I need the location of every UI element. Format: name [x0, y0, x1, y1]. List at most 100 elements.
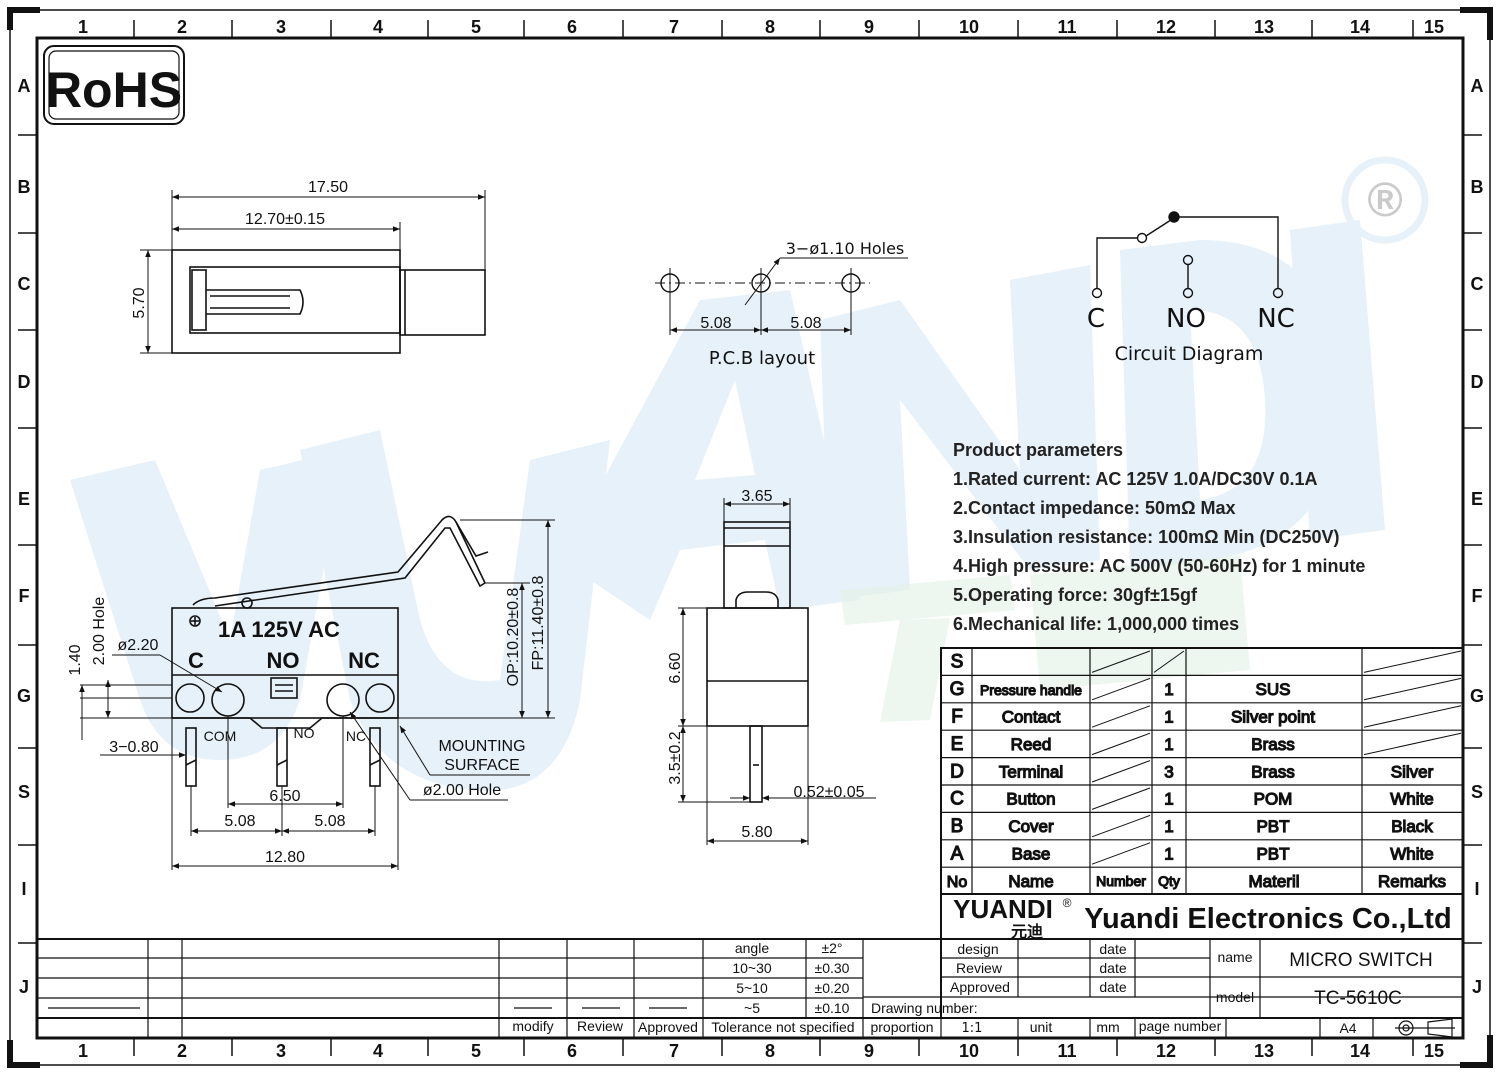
frame-col-label: 15: [1424, 17, 1444, 37]
frame-col-label: 14: [1350, 17, 1370, 37]
tb-page-number: page number: [1139, 1018, 1222, 1034]
frame-row-label: I: [21, 879, 26, 899]
frame-col-label: 6: [567, 1041, 577, 1061]
bom-header-name: Name: [1008, 872, 1053, 891]
bom-no: D: [950, 761, 964, 782]
tolerance-range: angle: [735, 940, 769, 956]
tolerance-value: ±0.30: [815, 960, 850, 976]
frame-col-label: 11: [1057, 1041, 1076, 1061]
frame-col-label: 14: [1350, 1041, 1370, 1061]
dim-2-00-hole: 2.00 Hole: [91, 597, 108, 666]
bom-qty: 1: [1164, 735, 1173, 754]
tb-unit-value: mm: [1096, 1019, 1119, 1035]
dim-5-08-a: 5.08: [224, 813, 255, 830]
frame-row-label: A: [18, 76, 31, 96]
bom-remarks: Black: [1391, 817, 1433, 836]
bom-header-remarks: Remarks: [1378, 872, 1446, 891]
bom-name: Base: [1012, 845, 1051, 864]
frame-row-label: G: [1470, 686, 1484, 706]
tolerance-value: ±0.10: [815, 1000, 850, 1016]
bom-material: PBT: [1256, 845, 1289, 864]
tb-approved-2: Approved: [638, 1019, 698, 1035]
bom-no: C: [950, 789, 964, 810]
frame-row-label: J: [1472, 977, 1482, 997]
pcb-pitch-1: 5.08: [700, 315, 731, 332]
tb-drawing-number: Drawing number:: [871, 1000, 978, 1016]
side-dim-pin: 0.52±0.05: [793, 784, 864, 801]
dim-hole-2: ø2.00 Hole: [423, 782, 501, 799]
frame-col-label: 1: [78, 17, 88, 37]
bom-name: Contact: [1002, 708, 1061, 727]
frame-col-label: 13: [1254, 1041, 1274, 1061]
bom-material: PBT: [1256, 817, 1289, 836]
dim-op: OP:10.20±0.8: [505, 588, 522, 687]
bom-qty: 1: [1164, 680, 1173, 699]
frame-row-label: S: [1471, 782, 1483, 802]
dim-hole-dia: ø2.20: [118, 637, 159, 654]
terminal-c: C: [188, 648, 204, 673]
title-block: [37, 894, 1463, 1038]
rating-label: 1A 125V AC: [218, 617, 340, 642]
frame-row-label: A: [1471, 76, 1484, 96]
rohs-text: RoHS: [46, 62, 182, 118]
pin-no-label: NO: [294, 725, 315, 741]
bom-qty: 1: [1164, 708, 1173, 727]
frame-row-label: F: [1472, 586, 1483, 606]
dim-fp: FP:11.40±0.8: [530, 576, 547, 671]
tb-review-2: Review: [577, 1018, 624, 1034]
tb-model-value: TC-5610C: [1314, 988, 1402, 1009]
bom-material: Silver point: [1231, 708, 1315, 727]
bom-qty: 1: [1164, 790, 1173, 809]
frame-col-label: 3: [276, 17, 286, 37]
dim-body-length: 12.70±0.15: [245, 211, 325, 228]
tb-design: design: [957, 941, 998, 957]
mounting-label-1: MOUNTING: [438, 738, 525, 755]
pcb-caption: P.C.B layout: [709, 348, 815, 369]
bom-no: E: [951, 734, 964, 755]
frame-col-label: 13: [1254, 17, 1274, 37]
tb-date-3: date: [1099, 979, 1126, 995]
tb-model-label: model: [1216, 989, 1254, 1005]
bom-material: SUS: [1256, 680, 1291, 699]
params-title: Product parameters: [953, 440, 1124, 460]
bom-name: Terminal: [999, 762, 1063, 781]
dim-5-08-b: 5.08: [314, 813, 345, 830]
frame-row-label: G: [17, 686, 31, 706]
tolerance-table: angle±2°10~30±0.305~10±0.20~5±0.10: [732, 940, 849, 1016]
frame-col-label: 5: [471, 17, 481, 37]
side-dim-top: 3.65: [741, 488, 772, 505]
company-logo-mark: ®: [1063, 896, 1072, 910]
bom-remarks: White: [1390, 845, 1433, 864]
pcb-holes-label: 3−ø1.10 Holes: [786, 239, 905, 258]
frame-row-label: D: [1471, 372, 1484, 392]
frame-col-label: 7: [669, 1041, 679, 1061]
bom-remarks: Silver: [1391, 762, 1434, 781]
bom-header-number: Number: [1096, 873, 1146, 889]
frame-col-label: 9: [864, 17, 874, 37]
dim-1-40: 1.40: [67, 644, 84, 675]
tolerance-range: ~5: [744, 1000, 760, 1016]
side-view: [678, 498, 876, 845]
tb-name-label: name: [1217, 949, 1252, 965]
frame-col-label: 6: [567, 17, 577, 37]
bom-no: A: [951, 844, 964, 865]
bom-no: G: [950, 679, 965, 700]
bom-material: Brass: [1251, 735, 1294, 754]
bom-header-material: Materil: [1248, 872, 1299, 891]
bom-qty: 3: [1164, 762, 1173, 781]
pin-nc-label: NC: [346, 728, 366, 744]
frame-col-label: 5: [471, 1041, 481, 1061]
frame-row-label: E: [18, 489, 30, 509]
tolerance-range: 5~10: [736, 980, 768, 996]
bom-name: Button: [1006, 790, 1055, 809]
dim-overall-length: 17.50: [308, 179, 348, 196]
rohs-mark: RoHS: [43, 45, 185, 125]
frame-col-label: 12: [1156, 17, 1176, 37]
bom-no: S: [951, 652, 964, 673]
frame-col-label: 4: [373, 1041, 383, 1061]
company-name: Yuandi Electronics Co.,Ltd: [1084, 903, 1451, 935]
frame-col-label: 11: [1057, 17, 1076, 37]
tolerance-value: ±0.20: [815, 980, 850, 996]
